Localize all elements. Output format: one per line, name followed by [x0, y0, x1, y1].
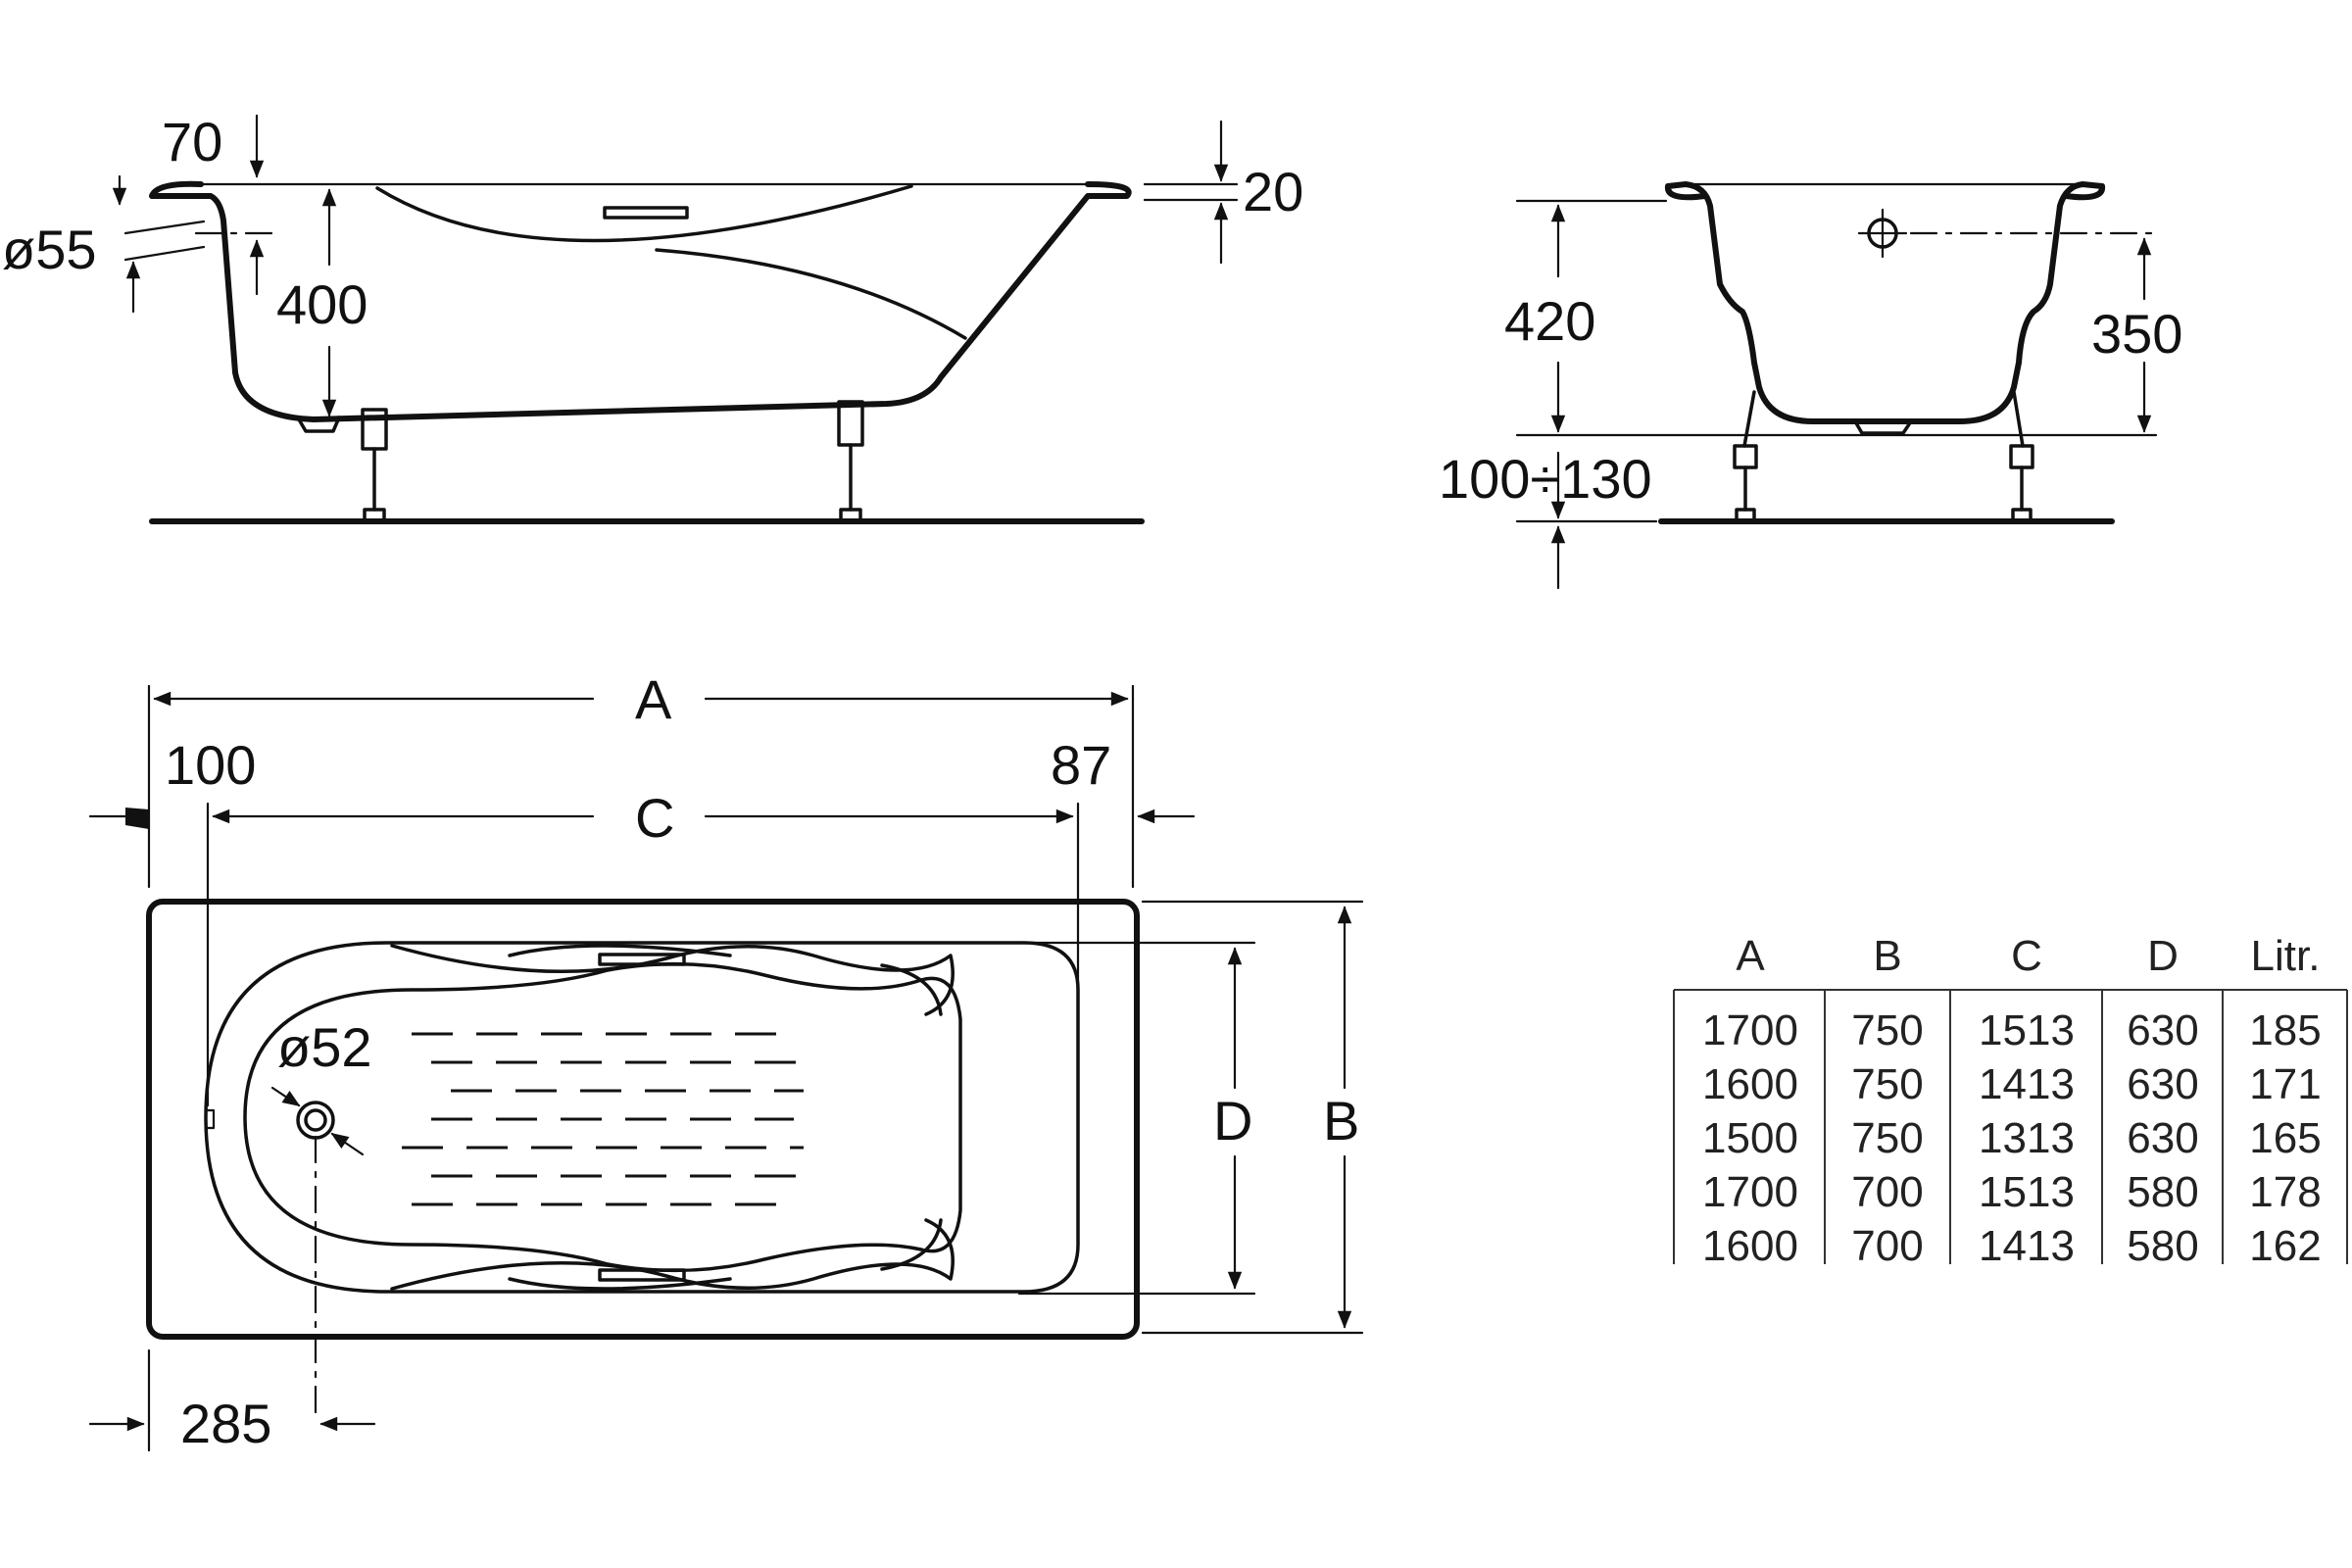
top-handle-arc-top — [508, 944, 732, 957]
side-dim-55-leader-bottom — [123, 245, 206, 262]
side-dim-400-label: 400 — [276, 273, 368, 335]
end-drain — [1853, 419, 1913, 435]
table-cell: 750 — [1851, 1114, 1923, 1162]
top-drain-dia-arrow-out — [330, 1132, 365, 1156]
table-cell: 171 — [2249, 1060, 2321, 1108]
top-drain-outer — [296, 1101, 335, 1140]
end-dim-420-label: 420 — [1504, 290, 1595, 352]
side-dim-55-label: ø55 — [2, 219, 97, 280]
table-cell: 1513 — [1979, 1168, 2075, 1216]
top-dim-c-label: C — [635, 787, 674, 849]
top-handle-top — [598, 953, 686, 966]
table-cell: 178 — [2249, 1168, 2321, 1216]
table-header-cell: A — [1736, 932, 1765, 980]
side-armrest-curve — [375, 184, 913, 243]
table-header-cell: D — [2147, 932, 2179, 980]
top-armrest-swoosh-top — [880, 963, 943, 1016]
end-dim-350-label: 350 — [2091, 303, 2182, 365]
top-view: ø52 A C 100 87 D B — [88, 668, 1364, 1454]
table-cell: 1313 — [1979, 1114, 2075, 1162]
dimension-table: A B C D Litr. 1700 750 1513 630 185 1600 750 1413 630… — [1673, 932, 2348, 1270]
table-cell: 630 — [2127, 1114, 2198, 1162]
top-dim-d-label: D — [1213, 1090, 1252, 1152]
top-dim-b-label: B — [1323, 1090, 1359, 1152]
side-dim-55-leader-top — [123, 220, 206, 235]
top-inner-floor — [243, 961, 962, 1273]
table-cell: 1500 — [1702, 1114, 1798, 1162]
top-antislip-pattern — [402, 1032, 813, 1206]
top-overflow-mark — [204, 1108, 216, 1130]
end-dim-leg-label: 100÷130 — [1439, 448, 1652, 510]
top-drain-inner — [304, 1108, 327, 1132]
table-cell: 1700 — [1702, 1168, 1798, 1216]
top-drain-diameter-label: ø52 — [277, 1016, 372, 1078]
table-cell: 1413 — [1979, 1060, 2075, 1108]
side-tub-body — [149, 180, 1132, 422]
top-drain-dia-arrow-in — [270, 1086, 301, 1107]
side-dim-20-label: 20 — [1243, 161, 1303, 222]
table-cell: 580 — [2127, 1168, 2198, 1216]
table-cell: 750 — [1851, 1060, 1923, 1108]
table-cell: 165 — [2249, 1114, 2321, 1162]
table-cell: 1413 — [1979, 1222, 2075, 1270]
table-header-cell: C — [2011, 932, 2042, 980]
end-leg-left — [1733, 390, 1758, 523]
end-tub-body — [1664, 181, 2106, 424]
top-outer-rim — [146, 899, 1140, 1340]
top-handle-bottom — [598, 1268, 686, 1282]
top-dim-a-label: A — [635, 668, 672, 730]
end-view: 420 350 100÷130 — [1439, 181, 2182, 590]
table-cell: 630 — [2127, 1060, 2198, 1108]
side-inner-curve — [655, 248, 967, 340]
top-dim-100-label: 100 — [165, 734, 256, 796]
side-leg-left — [361, 408, 388, 523]
table-cell: 580 — [2127, 1222, 2198, 1270]
table-cell: 162 — [2249, 1222, 2321, 1270]
side-view: 70 ø55 400 20 — [2, 111, 1303, 524]
table-cell: 1600 — [1702, 1060, 1798, 1108]
top-dim-285-label: 285 — [180, 1393, 271, 1454]
side-handle — [603, 206, 689, 220]
table-cell: 1700 — [1702, 1006, 1798, 1054]
table-cell: 185 — [2249, 1006, 2321, 1054]
table-cell: 1600 — [1702, 1222, 1798, 1270]
table-header-cell: Litr. — [2251, 932, 2321, 980]
top-armrest-curve-top — [390, 944, 955, 1016]
table-cell: 1513 — [1979, 1006, 2075, 1054]
top-dim-87-label: 87 — [1051, 734, 1111, 796]
end-leg-right — [2009, 390, 2034, 523]
table-header-cell: B — [1873, 932, 1901, 980]
table-cell: 630 — [2127, 1006, 2198, 1054]
top-handle-arc-bottom — [508, 1277, 732, 1291]
top-armrest-swoosh-bottom — [880, 1218, 943, 1271]
top-armrest-curve-bottom — [390, 1218, 955, 1291]
side-leg-right — [837, 400, 864, 523]
table-cell: 750 — [1851, 1006, 1923, 1054]
table-cell: 700 — [1851, 1222, 1923, 1270]
top-dim-100-marker — [125, 808, 149, 829]
table-cell: 700 — [1851, 1168, 1923, 1216]
side-drain — [297, 416, 341, 433]
side-dim-70-label: 70 — [162, 111, 222, 172]
